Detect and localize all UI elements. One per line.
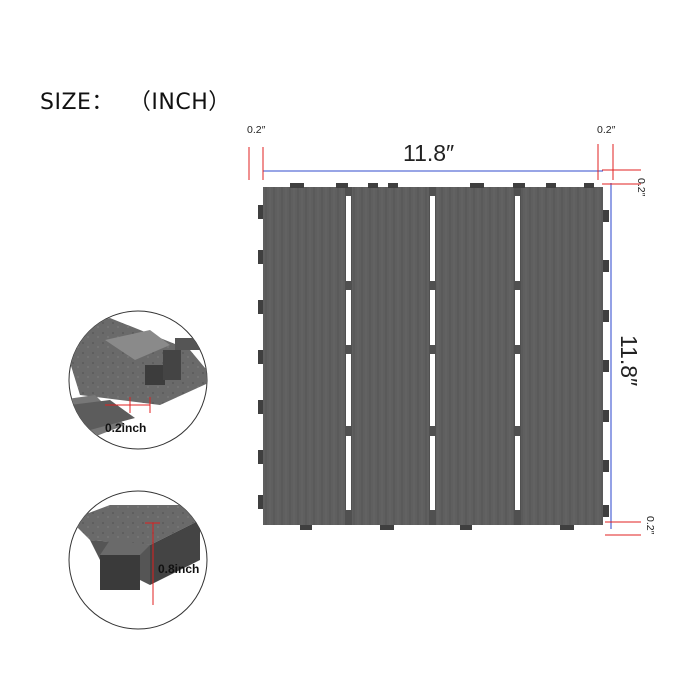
right-top-margin-label: 0.2″	[635, 178, 647, 197]
tile-slat	[352, 187, 429, 525]
tile-slat	[521, 187, 603, 525]
detail-label-height: 0.8inch	[158, 562, 199, 576]
floor-tile	[258, 183, 609, 530]
right-bottom-margin-label: 0.2″	[644, 516, 656, 535]
top-right-margin-label: 0.2″	[597, 124, 616, 136]
detail-circle-clip-gap: 0.2inch	[68, 310, 208, 450]
tile-slat	[436, 187, 514, 525]
height-dimension-label: 11.8″	[616, 335, 642, 387]
top-left-margin-label: 0.2″	[247, 124, 266, 136]
detail-label-gap: 0.2inch	[105, 421, 146, 435]
width-dimension-label: 11.8″	[403, 140, 455, 166]
detail-circle-clip-height: 0.8inch	[68, 490, 208, 630]
tile-slat	[263, 187, 345, 525]
size-title: SIZE： （INCH）	[40, 90, 231, 115]
dimension-lines	[248, 144, 641, 536]
